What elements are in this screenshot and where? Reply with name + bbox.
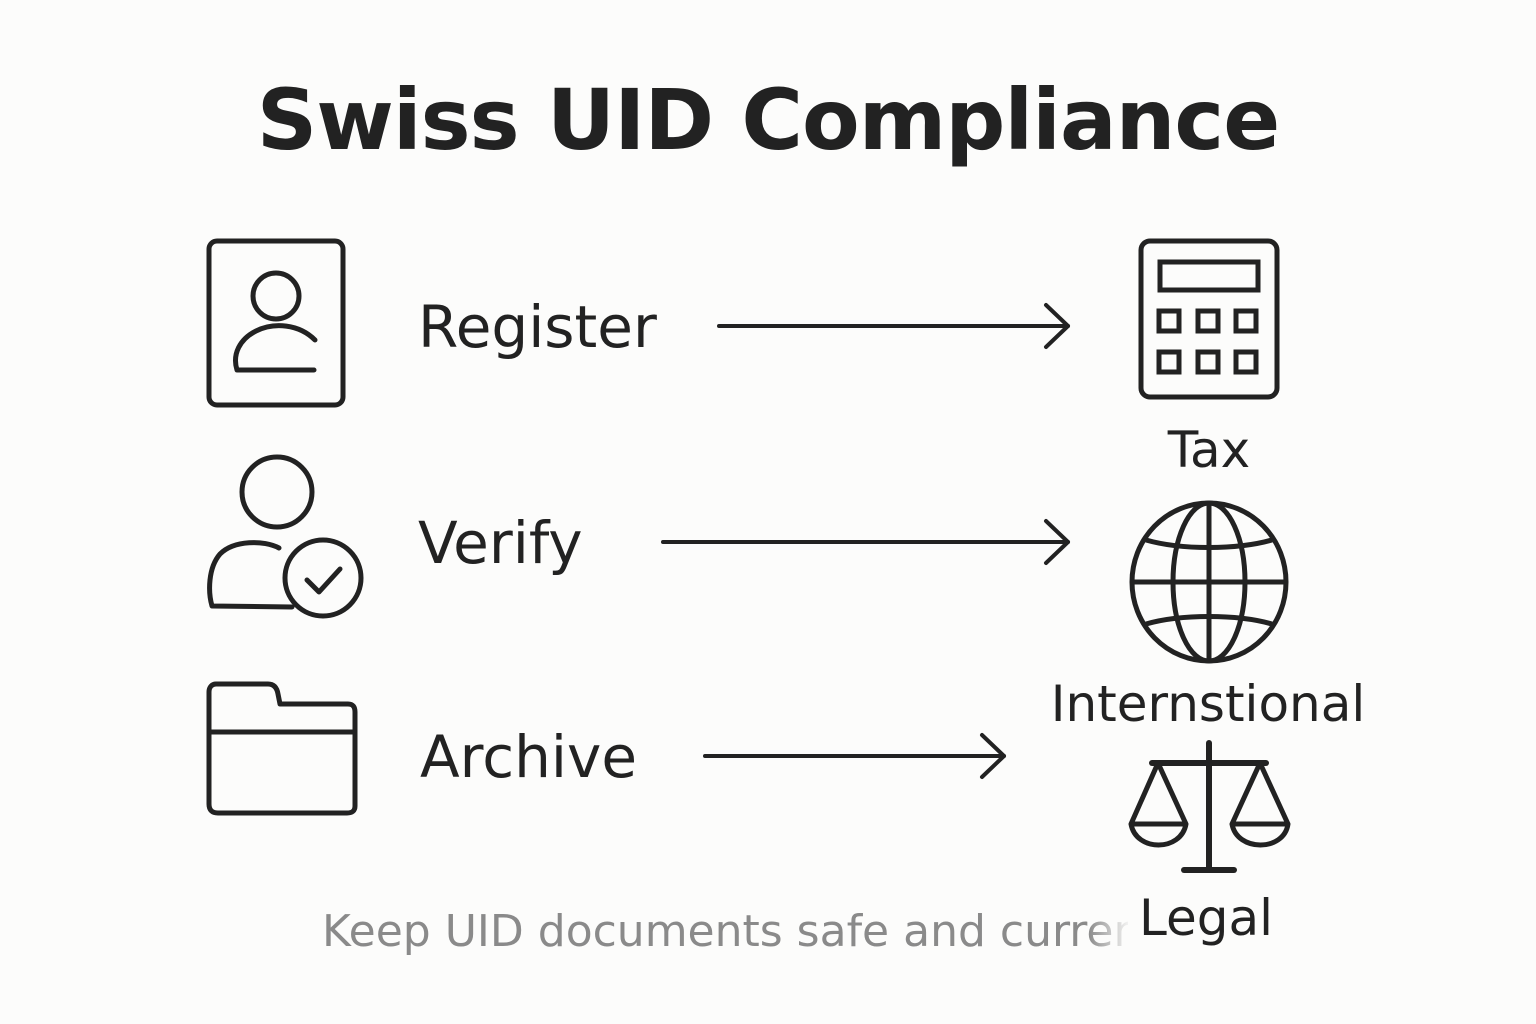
arrow-register — [716, 302, 1076, 350]
caption-fade — [1088, 904, 1132, 960]
id-card-icon — [204, 236, 348, 410]
area-label-international: Internstional — [1050, 675, 1366, 733]
area-label-legal: Legal — [1138, 889, 1273, 947]
step-label-archive: Archive — [420, 723, 638, 791]
folder-icon — [204, 678, 360, 818]
arrow-verify — [660, 518, 1076, 566]
user-check-icon — [204, 452, 368, 622]
step-label-register: Register — [418, 293, 657, 361]
globe-icon — [1126, 498, 1292, 668]
calculator-icon — [1136, 236, 1282, 402]
page-title: Swiss UID Compliance — [256, 71, 1280, 169]
caption-text: Keep UID documents safe and curren — [322, 906, 1128, 957]
arrow-archive — [702, 732, 1012, 780]
scales-icon — [1124, 740, 1294, 876]
step-label-verify: Verify — [418, 509, 583, 577]
area-label-tax: Tax — [1167, 421, 1251, 479]
